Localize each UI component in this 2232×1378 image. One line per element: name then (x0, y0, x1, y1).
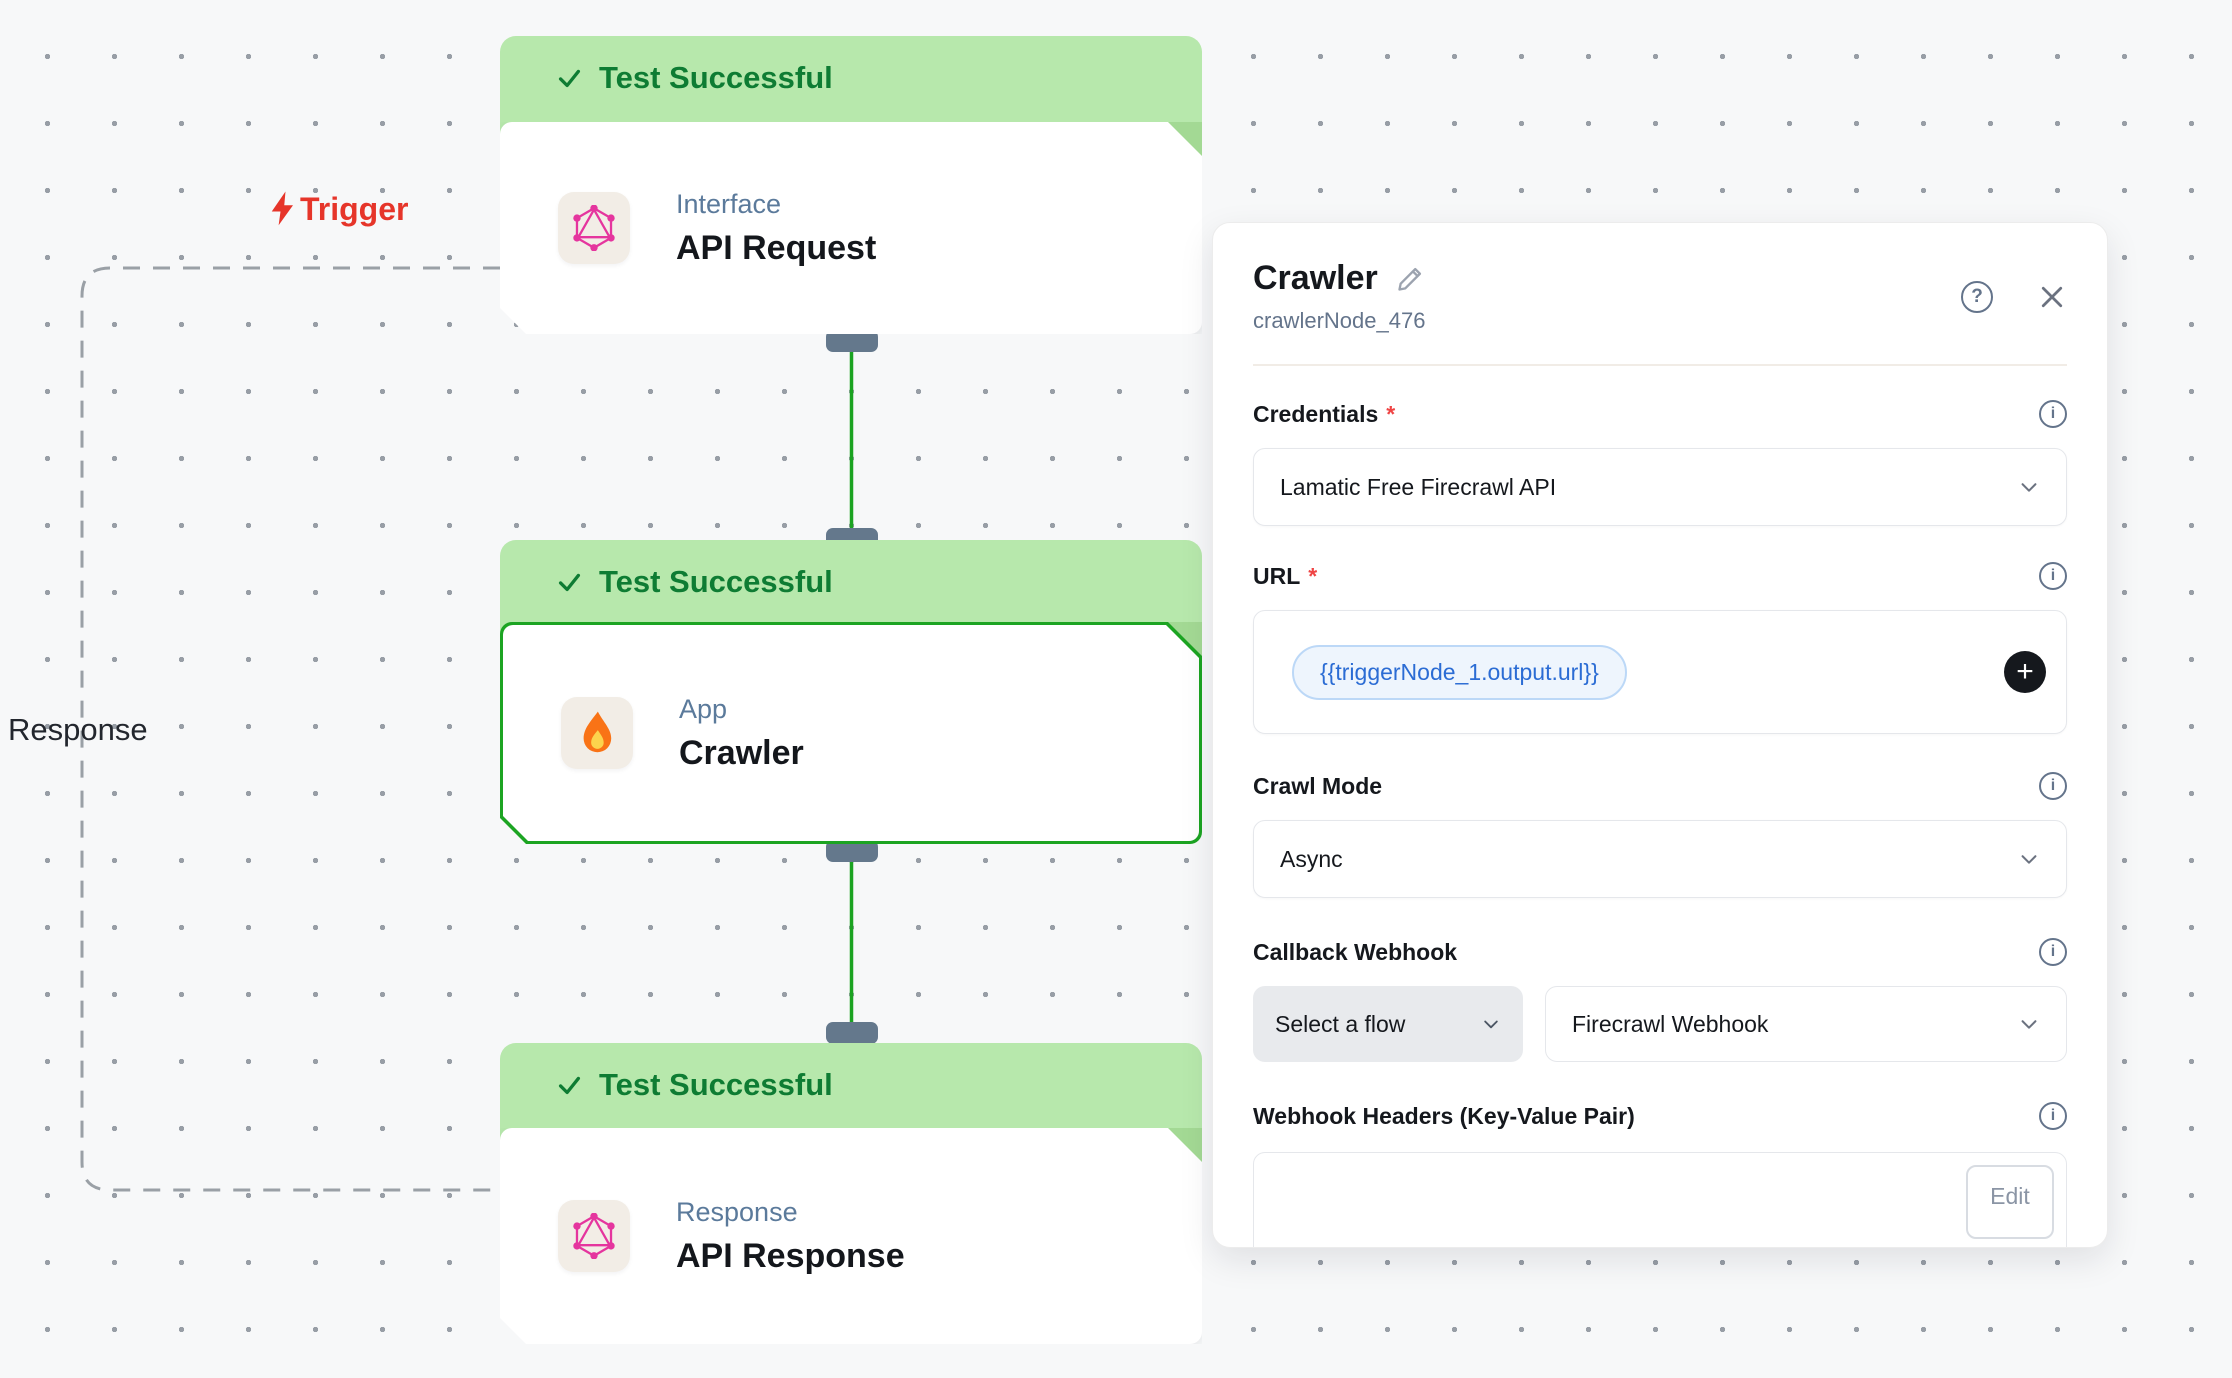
edit-pencil-icon[interactable] (1396, 265, 1424, 293)
chevron-down-icon (2021, 855, 2037, 864)
chevron-down-icon (2021, 1020, 2037, 1029)
node-card-api-response[interactable]: Response API Response (500, 1128, 1202, 1344)
crawl-mode-value: Async (1280, 845, 1343, 872)
info-icon[interactable]: i (2039, 400, 2067, 428)
node-title: API Request (676, 228, 877, 267)
credentials-label: Credentials* (1253, 400, 1396, 427)
response-label-text: Response (8, 712, 148, 747)
fire-icon (561, 697, 633, 769)
node-card-api-request[interactable]: Interface API Request (500, 122, 1202, 334)
node-status-text: Test Successful (599, 564, 833, 599)
panel-title: Crawler (1253, 259, 1378, 297)
flow-select[interactable]: Select a flow (1253, 986, 1523, 1062)
url-input[interactable]: {{triggerNode_1.output.url}} + (1253, 610, 2067, 734)
lightning-bolt-icon (271, 191, 293, 226)
node-config-panel: Crawler crawlerNode_476 ? Credentials* i… (1212, 222, 2108, 1248)
help-icon[interactable]: ? (1961, 281, 1993, 313)
node-id-label: crawlerNode_476 (1253, 308, 1426, 333)
response-loop-dashed-edge (80, 266, 500, 1192)
variable-token-pill[interactable]: {{triggerNode_1.output.url}} (1292, 644, 1627, 700)
graphql-icon (558, 1200, 630, 1272)
trigger-label: Trigger (268, 190, 408, 228)
panel-divider (1253, 364, 2067, 366)
info-icon[interactable]: i (2039, 772, 2067, 800)
edit-headers-button[interactable]: Edit (1966, 1165, 2054, 1239)
node-status-text: Test Successful (599, 60, 833, 95)
source-handle-api-request[interactable] (826, 330, 878, 352)
node-api-request[interactable]: Test Successful (500, 36, 1202, 334)
node-status-text: Test Successful (599, 1067, 833, 1102)
flow-select-value: Select a flow (1275, 1010, 1406, 1037)
chevron-down-icon (1484, 1020, 1498, 1029)
webhook-headers-field[interactable]: Edit (1253, 1152, 2067, 1247)
node-title: API Response (676, 1236, 905, 1275)
close-icon[interactable] (2037, 282, 2067, 312)
node-type-label: Response (676, 1196, 798, 1227)
add-variable-button[interactable]: + (2004, 651, 2046, 693)
info-icon[interactable]: i (2039, 562, 2067, 590)
response-label: Response (8, 712, 148, 748)
crawl-mode-select[interactable]: Async (1253, 820, 2067, 898)
target-handle-api-response[interactable] (826, 1022, 878, 1044)
credentials-value: Lamatic Free Firecrawl API (1280, 473, 1557, 500)
node-type-label: App (679, 693, 728, 724)
node-card-crawler-selected[interactable]: App Crawler (500, 622, 1202, 844)
crawl-mode-label: Crawl Mode (1253, 772, 1383, 799)
trigger-label-text: Trigger (300, 190, 409, 227)
callback-webhook-label: Callback Webhook (1253, 938, 1458, 965)
check-icon (558, 69, 581, 88)
info-icon[interactable]: i (2039, 1102, 2067, 1130)
webhook-headers-label: Webhook Headers (Key-Value Pair) (1253, 1102, 1635, 1129)
node-title: Crawler (679, 733, 804, 772)
webhook-select-value: Firecrawl Webhook (1572, 1010, 1769, 1037)
graphql-icon (558, 192, 630, 264)
required-asterisk: * (1386, 400, 1396, 427)
info-icon[interactable]: i (2039, 938, 2067, 966)
webhook-select[interactable]: Firecrawl Webhook (1545, 986, 2067, 1062)
chevron-down-icon (2021, 483, 2037, 492)
check-icon (558, 573, 581, 592)
node-type-label: Interface (676, 188, 782, 219)
node-crawler[interactable]: Test Successful App Crawler (500, 540, 1202, 844)
credentials-select[interactable]: Lamatic Free Firecrawl API (1253, 448, 2067, 526)
source-handle-crawler[interactable] (826, 840, 878, 862)
check-icon (558, 1076, 581, 1095)
node-api-response[interactable]: Test Successful (500, 1043, 1202, 1344)
url-label: URL* (1253, 562, 1318, 589)
required-asterisk: * (1308, 562, 1318, 589)
